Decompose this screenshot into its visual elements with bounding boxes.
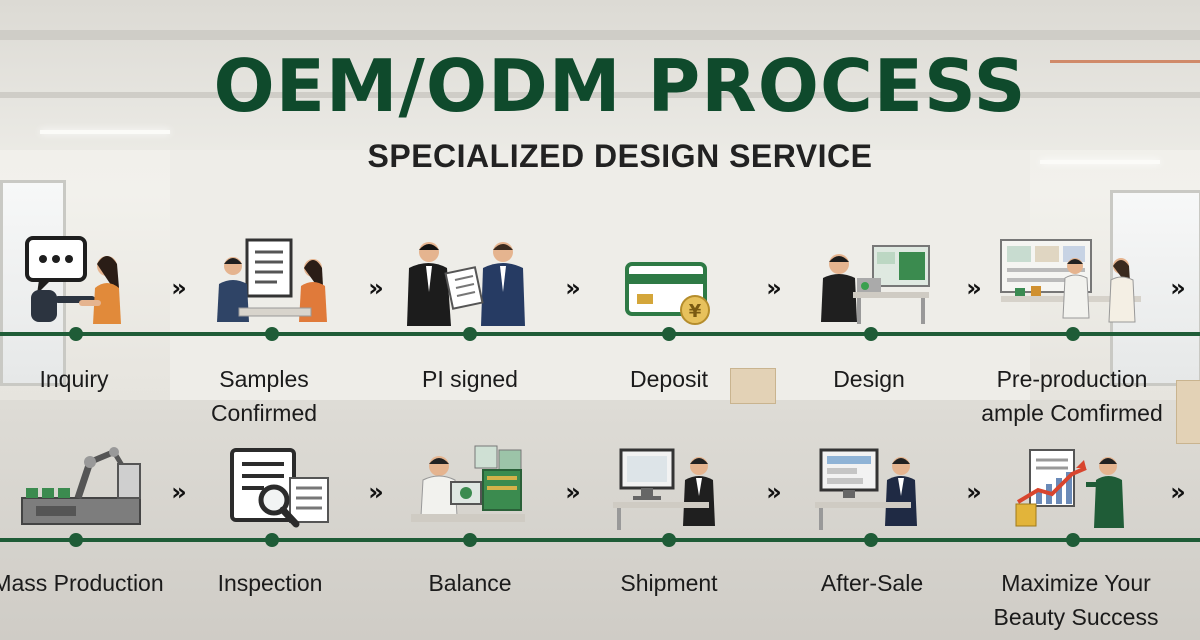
chevron-right-icon: » — [766, 274, 781, 302]
step-label-inspection: Inspection — [217, 570, 323, 596]
timeline-node — [463, 327, 477, 341]
chat-bubble-person-icon — [25, 236, 121, 324]
ceiling-pipe — [1050, 60, 1200, 63]
timeline-node — [265, 327, 279, 341]
timeline-node — [864, 327, 878, 341]
support-desk-icon — [815, 448, 917, 530]
chevron-right-icon: » — [565, 274, 580, 302]
timeline-node — [69, 533, 83, 547]
step-label-shipment: Shipment — [620, 570, 718, 596]
page-subtitle: SPECIALIZED DESIGN SERVICE — [367, 138, 873, 174]
chevron-right-icon: » — [966, 274, 981, 302]
robot-arm-factory-icon — [21, 447, 141, 525]
review-board-icon — [1000, 239, 1141, 323]
step-label-pre-production: Pre-production ample Comfirmed — [981, 366, 1163, 426]
chevron-right-icon: » — [1170, 274, 1185, 302]
chevron-right-icon: » — [1170, 478, 1185, 506]
handshake-document-icon — [407, 242, 525, 326]
step-label-pi-signed: PI signed — [422, 366, 518, 392]
step-label-deposit: Deposit — [630, 366, 708, 392]
designer-desk-icon — [821, 245, 930, 324]
step-label-samples-confirmed: Samples Confirmed — [210, 366, 318, 426]
credit-card-yen-icon: ¥ — [625, 262, 710, 325]
accountant-desk-icon — [411, 445, 525, 522]
cardboard-box — [730, 368, 776, 404]
timeline-node — [864, 533, 878, 547]
timeline-node — [1066, 327, 1080, 341]
timeline-node — [1066, 533, 1080, 547]
timeline-node — [265, 533, 279, 547]
magnifier-document-icon — [230, 448, 329, 528]
window-left — [0, 180, 66, 386]
growth-chart-presenter-icon — [1015, 449, 1124, 528]
step-label-balance: Balance — [428, 570, 512, 596]
timeline-node — [662, 533, 676, 547]
chevron-right-icon: » — [966, 478, 981, 506]
ceiling-lamp — [40, 130, 170, 134]
computer-desk-icon — [613, 448, 715, 530]
step-label-design: Design — [833, 366, 905, 392]
chevron-right-icon: » — [368, 478, 383, 506]
step-label-mass-production: Mass Production — [0, 570, 164, 596]
timeline-row-2 — [0, 538, 1200, 542]
timeline-node — [69, 327, 83, 341]
cardboard-box — [1176, 380, 1200, 444]
page-title: OEM/ODM PROCESS — [213, 44, 1027, 128]
step-label-maximize-success: Maximize Your Beauty Success — [993, 570, 1159, 630]
ceiling-lamp — [1040, 160, 1160, 164]
ceiling — [0, 0, 1200, 150]
timeline-node — [463, 533, 477, 547]
chevron-right-icon: » — [766, 478, 781, 506]
svg-text:¥: ¥ — [689, 301, 702, 322]
step-label-after-sale: After-Sale — [820, 570, 924, 596]
chevron-right-icon: » — [171, 274, 186, 302]
timeline-row-1 — [0, 332, 1200, 336]
chevron-right-icon: » — [368, 274, 383, 302]
ceiling-beam — [0, 30, 1200, 40]
timeline-node — [662, 327, 676, 341]
chevron-right-icon: » — [171, 478, 186, 506]
floor — [0, 400, 1200, 640]
ceiling-beam — [0, 92, 1200, 98]
step-label-inquiry: Inquiry — [39, 366, 109, 392]
meeting-document-icon — [217, 238, 327, 322]
chevron-right-icon: » — [565, 478, 580, 506]
